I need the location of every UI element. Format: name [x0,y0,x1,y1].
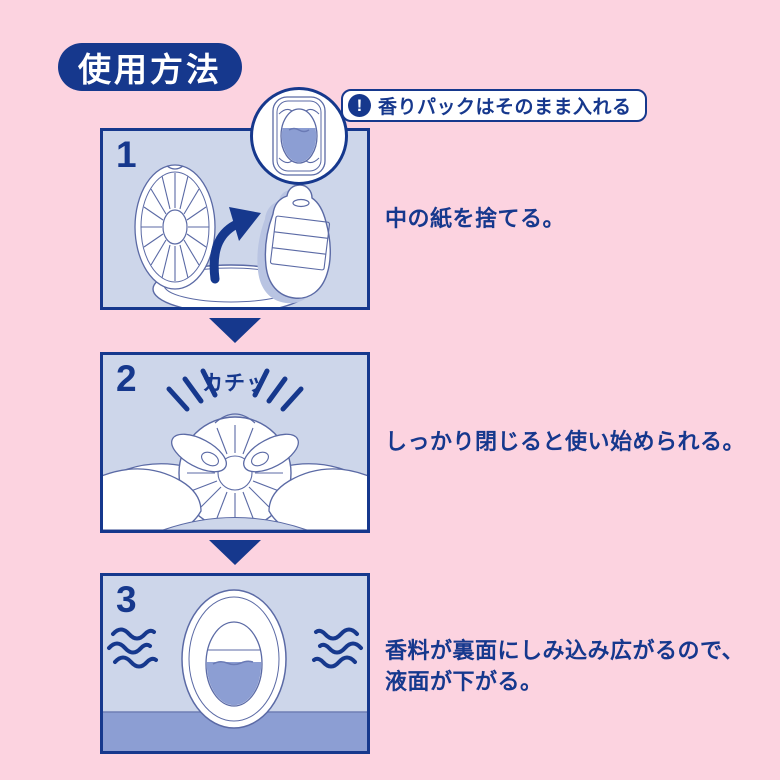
step-3-caption: 香料が裏面にしみ込み広がるので、 液面が下がる。 [385,638,745,695]
page-title-label: 使用方法 [78,51,222,88]
fragrance-pack-inset [250,87,348,185]
pack-note-text: 香りパックはそのまま入れる [378,97,632,118]
step-3-panel: 3 [100,573,370,754]
closing-case-illustration [103,368,367,530]
page-title: 使用方法 [58,43,242,91]
fragrance-pack-illustration [272,96,326,176]
down-arrow-icon [209,318,261,343]
step-2-panel: 2 カチッ [100,352,370,533]
open-case-illustration [134,164,331,307]
step-1-caption: 中の紙を捨てる。 [385,206,566,231]
step-1-number: 1 [116,134,137,175]
standing-case-illustration [103,589,367,751]
click-sound-label: カチッ [202,372,268,395]
exclamation-icon: ! [348,94,371,117]
step-3-number: 3 [116,579,137,620]
down-arrow-icon [209,540,261,565]
step-2-number: 2 [116,358,137,399]
pack-note-callout: ! 香りパックはそのまま入れる [341,89,647,122]
step-2-caption: しっかり閉じると使い始められる。 [385,429,746,454]
